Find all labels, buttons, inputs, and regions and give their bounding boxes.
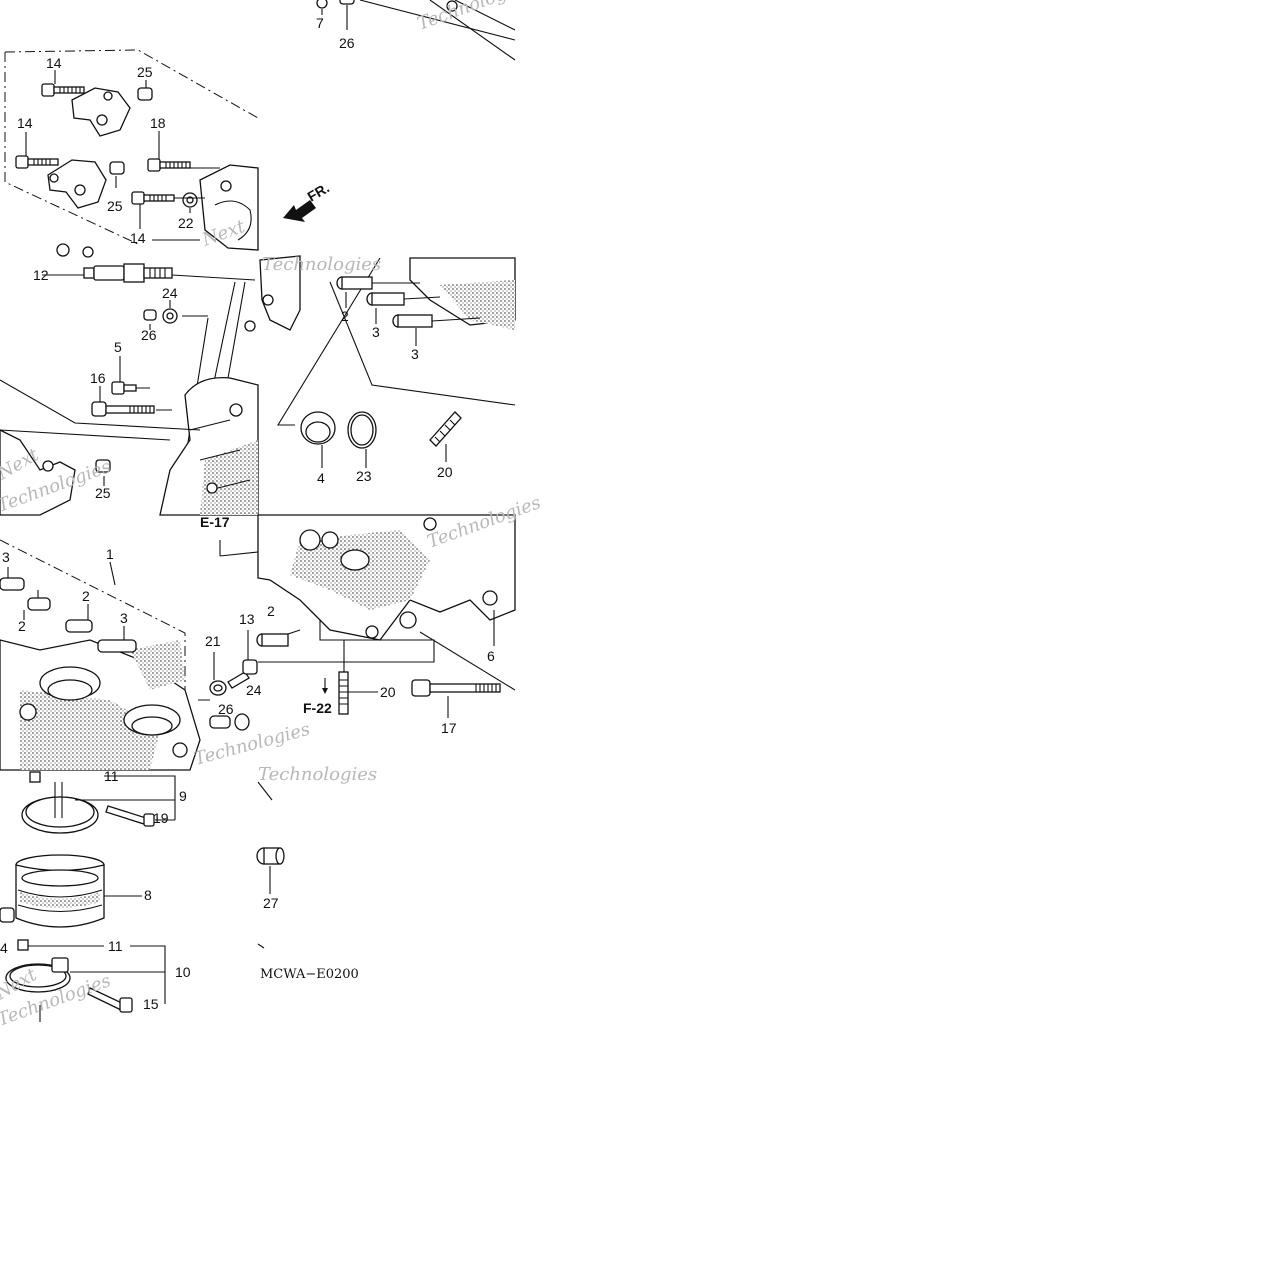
plug-13 [227, 659, 258, 689]
dowel-25-b [109, 161, 125, 175]
callout-13: 13 [239, 611, 255, 627]
valve-guide-3a [366, 292, 405, 306]
callouts: 7 26 14 25 14 18 25 22 14 12 24 26 5 16 … [0, 15, 495, 1012]
callout-5: 5 [114, 339, 122, 355]
front-arrow: FR. [283, 179, 332, 222]
diagram-code: MCWA−E0200 [260, 967, 359, 982]
valve-guide-3b [392, 314, 433, 328]
watermark: Technologies [258, 764, 377, 785]
clamp-9 [21, 771, 99, 834]
callout-20: 20 [437, 464, 453, 480]
callout-26: 26 [339, 35, 355, 51]
callout-18: 18 [150, 115, 166, 131]
tile-head-side: F-22 [256, 514, 516, 718]
tile-valve-guides [244, 255, 516, 468]
tile-bottom-center: MCWA−E0200 [256, 781, 359, 982]
tile-top-right-strip [316, 0, 516, 61]
screw-19 [105, 805, 155, 827]
callout-14: 14 [130, 230, 146, 246]
dowel-25-a [137, 87, 153, 101]
callout-3: 3 [372, 324, 380, 340]
callout-25: 25 [107, 198, 123, 214]
tile-throttle-brackets [4, 49, 259, 258]
callout-9: 9 [179, 788, 187, 804]
tile-head-assembly: E-17 [0, 514, 259, 771]
callout-8: 8 [144, 887, 152, 903]
callout-24: 24 [246, 682, 262, 698]
callout-2: 2 [82, 588, 90, 604]
callout-22: 22 [178, 215, 194, 231]
watermark: Technologies [262, 254, 381, 275]
callout-2: 2 [18, 618, 26, 634]
ref-e17: E-17 [200, 514, 230, 530]
front-arrow-label: FR. [305, 179, 333, 204]
callout-6: 6 [487, 648, 495, 664]
valve-guide-2 [336, 276, 373, 290]
callout-3: 3 [2, 549, 10, 565]
bolt-18 [147, 158, 191, 172]
tile-insulators [0, 771, 176, 1022]
callout-14: 14 [46, 55, 62, 71]
clamp-10 [5, 957, 71, 993]
callout-4: 4 [317, 470, 325, 486]
o-ring-23 [347, 411, 377, 449]
callout-1: 1 [106, 546, 114, 562]
callout-4: 4 [0, 940, 8, 956]
callout-27: 27 [263, 895, 279, 911]
callout-24: 24 [162, 285, 178, 301]
callout-7: 7 [316, 15, 324, 31]
callout-20: 20 [380, 684, 396, 700]
tile-spark-plug-head [0, 263, 259, 516]
ref-f22: F-22 [303, 700, 332, 716]
insulator-8 [15, 854, 105, 928]
callout-25: 25 [137, 64, 153, 80]
callout-3: 3 [411, 346, 419, 362]
callout-16: 16 [90, 370, 106, 386]
dowel-27 [256, 847, 285, 865]
bolt-17 [411, 679, 501, 697]
valve-seat-4 [300, 411, 336, 445]
callout-19: 19 [153, 810, 169, 826]
callout-26: 26 [218, 701, 234, 717]
callout-2: 2 [267, 603, 275, 619]
callout-21: 21 [205, 633, 221, 649]
callout-3: 3 [120, 610, 128, 626]
spark-plug-12 [83, 263, 173, 283]
callout-14: 14 [17, 115, 33, 131]
stud-20-a [429, 411, 462, 447]
bolt-5 [111, 381, 137, 395]
screw-15 [87, 987, 133, 1013]
callout-11: 11 [108, 938, 123, 954]
callout-11: 11 [104, 768, 119, 784]
bolt-14-c [131, 191, 175, 205]
callout-23: 23 [356, 468, 372, 484]
callout-25: 25 [95, 485, 111, 501]
callout-26: 26 [141, 327, 157, 343]
callout-17: 17 [441, 720, 457, 736]
bolt-16 [91, 401, 155, 417]
stud-20-b [338, 671, 349, 715]
callout-12: 12 [33, 267, 49, 283]
watermark: Technologies [192, 719, 313, 770]
callout-15: 15 [143, 996, 159, 1012]
callout-10: 10 [175, 964, 191, 980]
bolt-14-b [15, 155, 59, 169]
bolt-14-a [41, 83, 85, 97]
valve-guide-2-lower [256, 633, 289, 647]
callout-2: 2 [341, 308, 349, 324]
